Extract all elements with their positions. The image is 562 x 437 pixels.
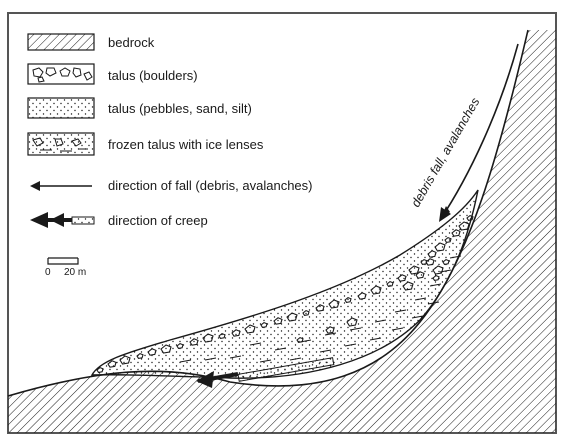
legend-symbol-dots (28, 98, 94, 118)
legend-symbol-creep-arrow (30, 212, 94, 228)
legend-symbol-boulders (28, 64, 94, 84)
legend-label-boulders: talus (boulders) (108, 68, 198, 83)
scale-zero-label: 0 (45, 267, 51, 278)
legend-symbol-bedrock (28, 34, 94, 50)
legend: bedrock talus (boulders) talus (pebbles,… (28, 34, 313, 228)
legend-label-dots: talus (pebbles, sand, silt) (108, 101, 252, 116)
legend-symbol-fall-arrow (30, 181, 92, 191)
legend-symbol-frozen-talus (28, 133, 94, 155)
legend-label-frozen-talus: frozen talus with ice lenses (108, 137, 264, 152)
scale-bar: 0 20 m (45, 258, 86, 278)
legend-label-bedrock: bedrock (108, 35, 155, 50)
legend-label-creep: direction of creep (108, 213, 208, 228)
scale-length-label: 20 m (64, 267, 86, 278)
legend-label-fall: direction of fall (debris, avalanches) (108, 178, 313, 193)
slope-label: debris fall, avalanches (408, 95, 482, 209)
